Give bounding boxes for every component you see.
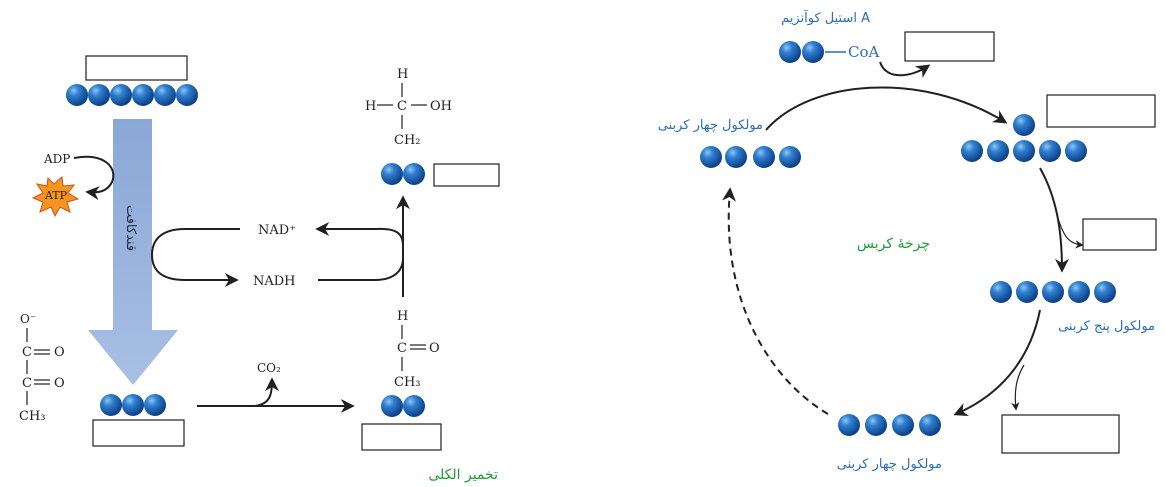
svg-text:O: O (54, 345, 65, 360)
fermentation-label: تخمیر الکلی (428, 467, 498, 483)
four-carbon-top-molecule (700, 146, 801, 168)
four-carbon-top-label: مولکول چهار کربنی (658, 118, 763, 133)
co2-output-box-1[interactable] (1082, 218, 1157, 251)
cycle-arrow-right-upper (1039, 167, 1069, 273)
pyruvate-structure: O⁻ C O C O CH₃ (19, 312, 65, 424)
pyruvate-molecule (100, 394, 166, 416)
glucose-molecule (66, 84, 198, 106)
nad-plus-label: NAD⁺ (258, 223, 296, 238)
svg-text:CH₃: CH₃ (19, 409, 46, 424)
acetaldehyde-label-box[interactable] (361, 423, 442, 451)
svg-text:O⁻: O⁻ (20, 312, 36, 326)
krebs-cycle-label: چرخهٔ کربس (857, 236, 930, 252)
svg-text:CH₂: CH₂ (394, 133, 421, 148)
co2-output-box-2[interactable] (1001, 414, 1120, 454)
co2-branch-arrow-2 (1011, 364, 1025, 411)
atp-label: ATP (44, 189, 68, 202)
six-carbon-molecule (961, 114, 1087, 162)
svg-text:C: C (397, 341, 407, 356)
acetyl-coa-label: استیل کوآنزیم A (781, 9, 870, 26)
ethanol-molecule (381, 163, 425, 185)
nadh-label: NADH (253, 274, 296, 289)
five-carbon-label: مولکول پنج کربنی (1058, 319, 1155, 334)
co2-label: CO₂ (257, 361, 281, 375)
pyruvate-label-box[interactable] (92, 419, 185, 447)
co2-branch-arrow-1 (1057, 217, 1084, 249)
six-carbon-label-box[interactable] (1046, 94, 1156, 128)
svg-text:OH: OH (430, 99, 452, 114)
acetaldehyde-structure: H C O CH₃ (394, 309, 440, 390)
coa-label: CoA (848, 43, 880, 61)
adp-label: ADP (43, 152, 70, 166)
glycolysis-nadh-loop (150, 228, 240, 287)
five-carbon-molecule (990, 281, 1116, 303)
svg-text:CH₃: CH₃ (394, 375, 421, 390)
acetyl-coa-molecule (779, 41, 824, 63)
adp-atp-arrow (73, 155, 115, 201)
acetaldehyde-molecule (381, 395, 425, 417)
svg-text:O: O (429, 341, 440, 356)
glucose-label-box[interactable] (85, 55, 188, 81)
cycle-arrow-right-lower (953, 309, 1041, 416)
cycle-arrow-dashed-regeneration (722, 187, 829, 415)
svg-text:H: H (397, 67, 408, 82)
nadh-input-line (318, 257, 404, 281)
atp-burst-icon (31, 175, 80, 218)
svg-text:C: C (22, 376, 32, 391)
glycolysis-arrow (88, 119, 178, 385)
svg-text:H: H (365, 99, 376, 114)
four-carbon-bottom-molecule (838, 414, 941, 436)
nad-plus-arrow (315, 222, 404, 247)
ethanol-structure: H H C OH CH₂ (365, 67, 452, 148)
four-carbon-bottom-label: مولکول چهار کربنی (837, 457, 942, 472)
svg-text:H: H (397, 309, 408, 324)
glycolysis-label: قندکافت (123, 205, 138, 251)
coa-output-box[interactable] (904, 31, 995, 62)
co2-release-arrow (254, 377, 279, 407)
cycle-arrow-top (765, 86, 1008, 131)
ethanol-label-box[interactable] (433, 163, 500, 187)
svg-text:C: C (22, 345, 32, 360)
coa-release-arrow (879, 61, 931, 79)
svg-text:O: O (54, 376, 65, 391)
svg-text:C: C (397, 99, 407, 114)
